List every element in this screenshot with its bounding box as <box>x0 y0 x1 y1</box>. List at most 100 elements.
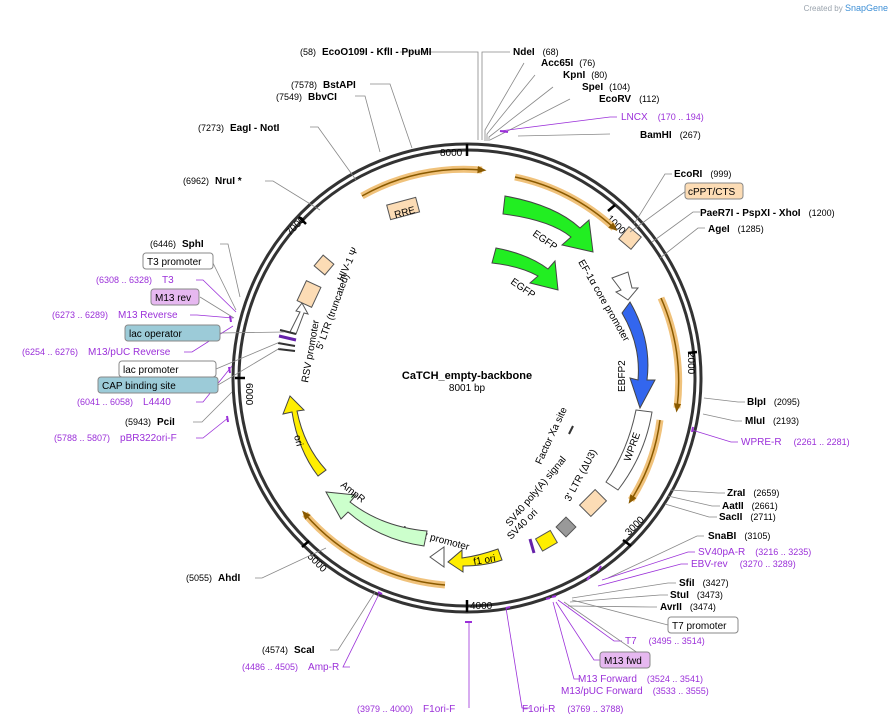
svg-text:lac operator: lac operator <box>129 329 182 340</box>
primer-m13-puc-reverse[interactable]: (6254 .. 6276)M13/pUC Reverse <box>22 347 171 358</box>
rre-label: RRE <box>393 205 417 221</box>
ori-feature <box>282 395 327 477</box>
enzyme-zrai[interactable]: ZraI(2659) <box>727 488 779 499</box>
enzyme-scai[interactable]: (4574)ScaI <box>262 645 315 656</box>
enzyme-paer7i-xhoi[interactable]: PaeR7I - PspXI - XhoI(1200) <box>700 208 835 219</box>
enzyme-aatii[interactable]: AatII(2661) <box>722 501 778 512</box>
primer-t3[interactable]: (6308 .. 6328)T3 <box>96 275 174 286</box>
ltr5-label: 5' LTR (truncated) <box>314 273 352 351</box>
primer-sv40pa-r[interactable]: SV40pA-R(3216 .. 3235) <box>698 547 811 558</box>
enzyme-sfii[interactable]: SfiI(3427) <box>679 578 729 589</box>
enzyme-sacii[interactable]: SacII(2711) <box>719 512 776 523</box>
box-lac-promoter[interactable]: lac promoter <box>118 360 217 378</box>
svg-text:M13 rev: M13 rev <box>155 293 191 304</box>
enzyme-blpi[interactable]: BlpI(2095) <box>747 397 800 408</box>
svg-text:CAP binding site: CAP binding site <box>102 381 176 392</box>
box-t3-promoter[interactable]: T3 promoter <box>142 252 214 270</box>
enzyme-sphi[interactable]: (6446)SphI <box>150 239 204 250</box>
primer-ebv-rev[interactable]: EBV-rev(3270 .. 3289) <box>691 559 796 570</box>
factor-xa-mark <box>568 425 574 435</box>
factor-xa-label: Factor Xa site <box>534 405 570 466</box>
tick-label-3000: 3000 <box>623 514 647 538</box>
ebfp2-feature <box>621 301 656 410</box>
sv40-polya-feature <box>555 516 577 538</box>
enzyme-ecori[interactable]: EcoRI(999) <box>674 169 731 180</box>
enzyme-spei[interactable]: SpeI(104) <box>582 82 630 93</box>
plasmid-name: CaTCH_empty-backbone <box>402 370 532 382</box>
enzyme-bamhi[interactable]: BamHI(267) <box>640 130 701 141</box>
primer-f1ori-r[interactable]: F1ori-R(3769 .. 3788) <box>522 704 623 715</box>
enzyme-avrii[interactable]: AvrII(3474) <box>660 602 716 613</box>
lac-region-marks <box>277 329 297 352</box>
tick-label-8000: 8000 <box>440 148 463 159</box>
ltr5-feature <box>296 279 322 309</box>
egfp-feature-2 <box>491 247 559 291</box>
enzyme-ahdi[interactable]: (5055)AhdI <box>186 573 240 584</box>
enzyme-ecoo109i[interactable]: (58)EcoO109I - KflI - PpuMI <box>300 47 432 58</box>
enzyme-bbvci[interactable]: (7549)BbvCI <box>276 92 337 103</box>
svg-text:lac promoter: lac promoter <box>123 365 179 376</box>
primer-pbr322ori-f[interactable]: (5788 .. 5807)pBR322ori-F <box>54 433 177 444</box>
svg-text:T3 promoter: T3 promoter <box>147 257 202 268</box>
enzyme-nrui[interactable]: (6962)NruI * <box>183 176 242 187</box>
plasmid-size: 8001 bp <box>449 383 486 394</box>
enzyme-snabi[interactable]: SnaBI(3105) <box>708 531 770 542</box>
box-t7-promoter[interactable]: T7 promoter <box>667 616 739 634</box>
ebfp2-label: EBFP2 <box>617 360 628 392</box>
box-lac-operator[interactable]: lac operator <box>124 324 221 342</box>
egfp-label-1: EGFP <box>530 228 559 253</box>
snapgene-logo-text: SnapGene <box>844 3 888 13</box>
svg-text:T7 promoter: T7 promoter <box>672 621 727 632</box>
snapgene-credit: Created by SnapGene <box>803 3 888 13</box>
tick-marks <box>235 144 698 612</box>
tick-label-4000: 4000 <box>470 601 493 612</box>
primer-f1ori-f[interactable]: (3979 .. 4000)F1ori-F <box>357 704 455 715</box>
egfp-feature-1 <box>502 195 594 253</box>
primer-lncx[interactable]: LNCX(170 .. 194) <box>621 112 704 123</box>
box-m13-fwd[interactable]: M13 fwd <box>599 651 651 669</box>
enzyme-eagi-noti[interactable]: (7273)EagI - NotI <box>198 123 280 134</box>
ef1a-label: EF-1α core promoter <box>575 258 631 344</box>
enzyme-stui[interactable]: StuI(3473) <box>670 590 723 601</box>
primer-wpre-r[interactable]: WPRE-R(2261 .. 2281) <box>741 437 850 448</box>
box-m13-rev[interactable]: M13 rev <box>150 288 200 306</box>
primer-m13-reverse[interactable]: (6273 .. 6289)M13 Reverse <box>52 310 178 321</box>
primer-m13-puc-forward[interactable]: M13/pUC Forward(3533 .. 3555) <box>561 686 709 697</box>
svg-text:M13 fwd: M13 fwd <box>604 656 642 667</box>
hiv-psi-feature <box>313 254 335 276</box>
f1-ori-label: f1 ori <box>473 553 497 568</box>
tick-label-2000: 2000 <box>685 352 696 375</box>
primer-leader-lines <box>184 116 738 709</box>
primer-t7[interactable]: T7(3495 .. 3514) <box>625 636 705 647</box>
ef1a-promoter-arrow <box>611 271 640 301</box>
ltr3-feature <box>578 488 608 518</box>
box-leader-lines <box>199 190 687 661</box>
orange-feature-arcs <box>302 165 683 589</box>
rre-feature <box>386 196 421 221</box>
primer-m13-forward[interactable]: M13 Forward(3524 .. 3541) <box>578 674 703 685</box>
enzyme-agei[interactable]: AgeI(1285) <box>708 224 764 235</box>
cppt-feature <box>618 226 642 250</box>
box-cap-binding-site[interactable]: CAP binding site <box>97 376 219 394</box>
box-cppt[interactable]: cPPT/CTS <box>684 182 744 200</box>
enzyme-bstapi[interactable]: (7578)BstAPI <box>291 80 356 91</box>
rsv-promoter-label: RSV promoter <box>300 319 322 384</box>
enzyme-kpni[interactable]: KpnI(80) <box>563 70 607 81</box>
enzyme-pcii[interactable]: (5943)PciI <box>125 417 175 428</box>
ampr-promoter-arrow <box>429 546 445 568</box>
rsv-promoter-arrow <box>289 302 309 335</box>
wpre-feature <box>605 409 653 491</box>
enzyme-mlui[interactable]: MluI(2193) <box>745 416 799 427</box>
sv40-ori-marker <box>528 538 536 554</box>
enzyme-ndei[interactable]: NdeI(68) <box>513 47 559 58</box>
enzyme-acc65i[interactable]: Acc65I(76) <box>541 58 595 69</box>
enzyme-ecorv[interactable]: EcoRV(112) <box>599 94 659 105</box>
primer-l4440[interactable]: (6041 .. 6058)L4440 <box>77 397 171 408</box>
svg-text:cPPT/CTS: cPPT/CTS <box>688 187 736 198</box>
f1-ori-feature <box>447 548 503 573</box>
tick-label-6000: 6000 <box>243 383 254 406</box>
primer-amp-r[interactable]: (4486 .. 4505)Amp-R <box>242 662 339 673</box>
sv40-ori-feature <box>534 529 558 552</box>
ampr-feature <box>325 491 428 547</box>
